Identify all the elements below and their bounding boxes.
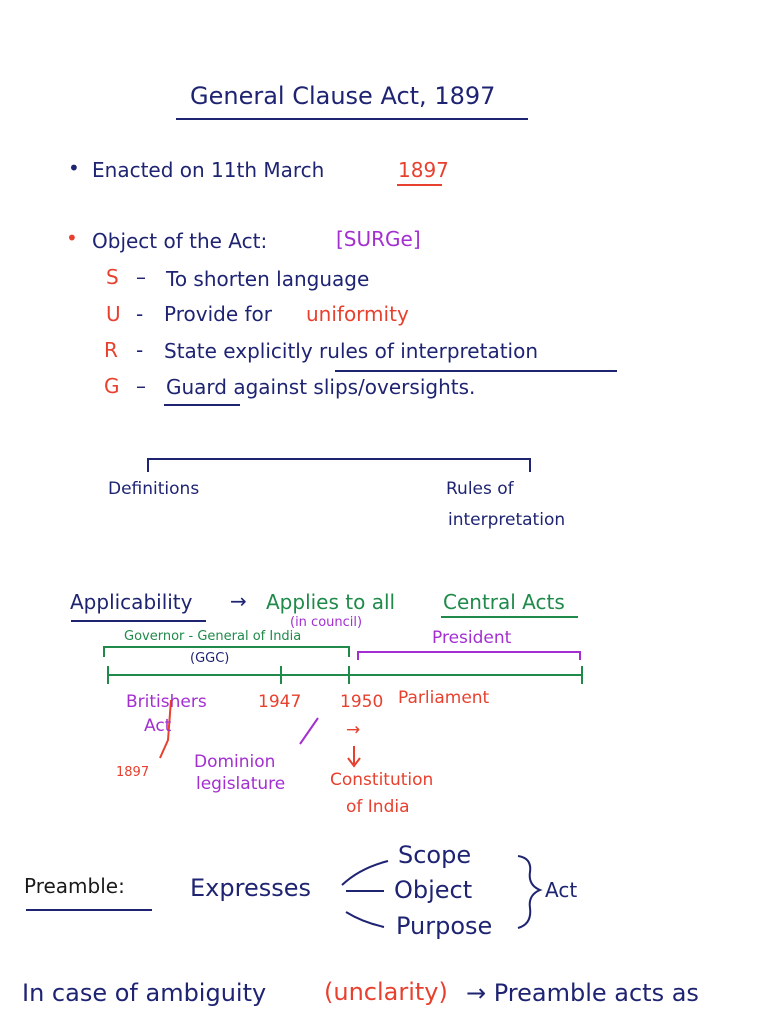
mnemonic-text-r: State explicitly rules of interpretation (164, 339, 539, 363)
mnemonic-dash-r: - (136, 338, 144, 362)
president-bracket (357, 651, 581, 660)
preamble-item-object: Object (394, 876, 473, 904)
dominion-label-line1: Dominion (194, 752, 276, 772)
mnemonic-text-g: Guard against slips/oversights. (166, 375, 476, 399)
applicability-central-acts: Central Acts (443, 590, 565, 614)
ambiguity-prefix: In case of ambiguity (22, 979, 267, 1007)
year-1897-timeline: 1897 (116, 765, 150, 780)
object-bullet: • (66, 226, 78, 250)
definitions-label: Definitions (108, 479, 200, 499)
split-bracket (147, 458, 531, 472)
enacted-bullet: • (68, 156, 80, 180)
ggc-bracket (103, 646, 350, 657)
applicability-arrow: → (230, 589, 247, 613)
act-brace (517, 855, 543, 929)
preamble-target-act: Act (545, 878, 578, 902)
branch-purpose (345, 911, 385, 928)
ggc-label: Governor - General of India (124, 629, 302, 644)
object-label: Object of the Act: (92, 229, 268, 253)
constitution-label-line2: of India (346, 797, 410, 817)
act-label: Act (144, 716, 172, 736)
applicability-label: Applicability (70, 590, 193, 614)
mnemonic-letter-u: U (106, 302, 121, 326)
mnemonic-letter-r: R (104, 338, 118, 362)
year-1947: 1947 (258, 692, 302, 712)
in-council-label: (in council) (290, 615, 363, 630)
mnemonic-dash-u: - (136, 302, 144, 326)
mnemonic-letter-s: S (106, 265, 119, 289)
act-pointer (159, 699, 172, 759)
mnemonic-text-u: Provide for (164, 302, 272, 326)
branch-scope (341, 860, 389, 886)
constitution-label-line1: Constitution (330, 770, 434, 790)
rules-label-line2: interpretation (448, 510, 566, 530)
mnemonic-highlight-u: uniformity (306, 302, 409, 326)
enacted-text: Enacted on 11th March (92, 158, 325, 182)
britishers-label: Britishers (126, 692, 207, 712)
page-title: General Clause Act, 1897 (190, 82, 496, 110)
mnemonic-dash-g: – (136, 374, 146, 398)
mnemonic-text-s: To shorten language (166, 267, 370, 291)
preamble-item-scope: Scope (398, 841, 472, 869)
ambiguity-suffix: → Preamble acts as (466, 979, 699, 1007)
applicability-applies: Applies to all (266, 590, 396, 614)
parliament-label: Parliament (398, 688, 490, 708)
dominion-pointer (299, 717, 319, 745)
year-1950: 1950 (340, 692, 384, 712)
enacted-year: 1897 (398, 158, 449, 182)
president-label: President (432, 628, 512, 648)
preamble-item-purpose: Purpose (396, 912, 493, 940)
ambiguity-paren: (unclarity) (324, 978, 448, 1006)
constitution-arrow-head (347, 757, 361, 768)
dominion-label-line2: legislature (196, 774, 286, 794)
ggc-abbr: (GGC) (190, 651, 230, 666)
object-mnemonic: [SURGe] (336, 227, 421, 251)
mnemonic-letter-g: G (104, 374, 120, 398)
arrow-right-1950: → (346, 720, 361, 740)
preamble-expresses: Expresses (190, 874, 311, 902)
rules-label-line1: Rules of (446, 479, 514, 499)
preamble-label: Preamble: (24, 874, 125, 898)
mnemonic-dash-s: – (136, 265, 146, 289)
